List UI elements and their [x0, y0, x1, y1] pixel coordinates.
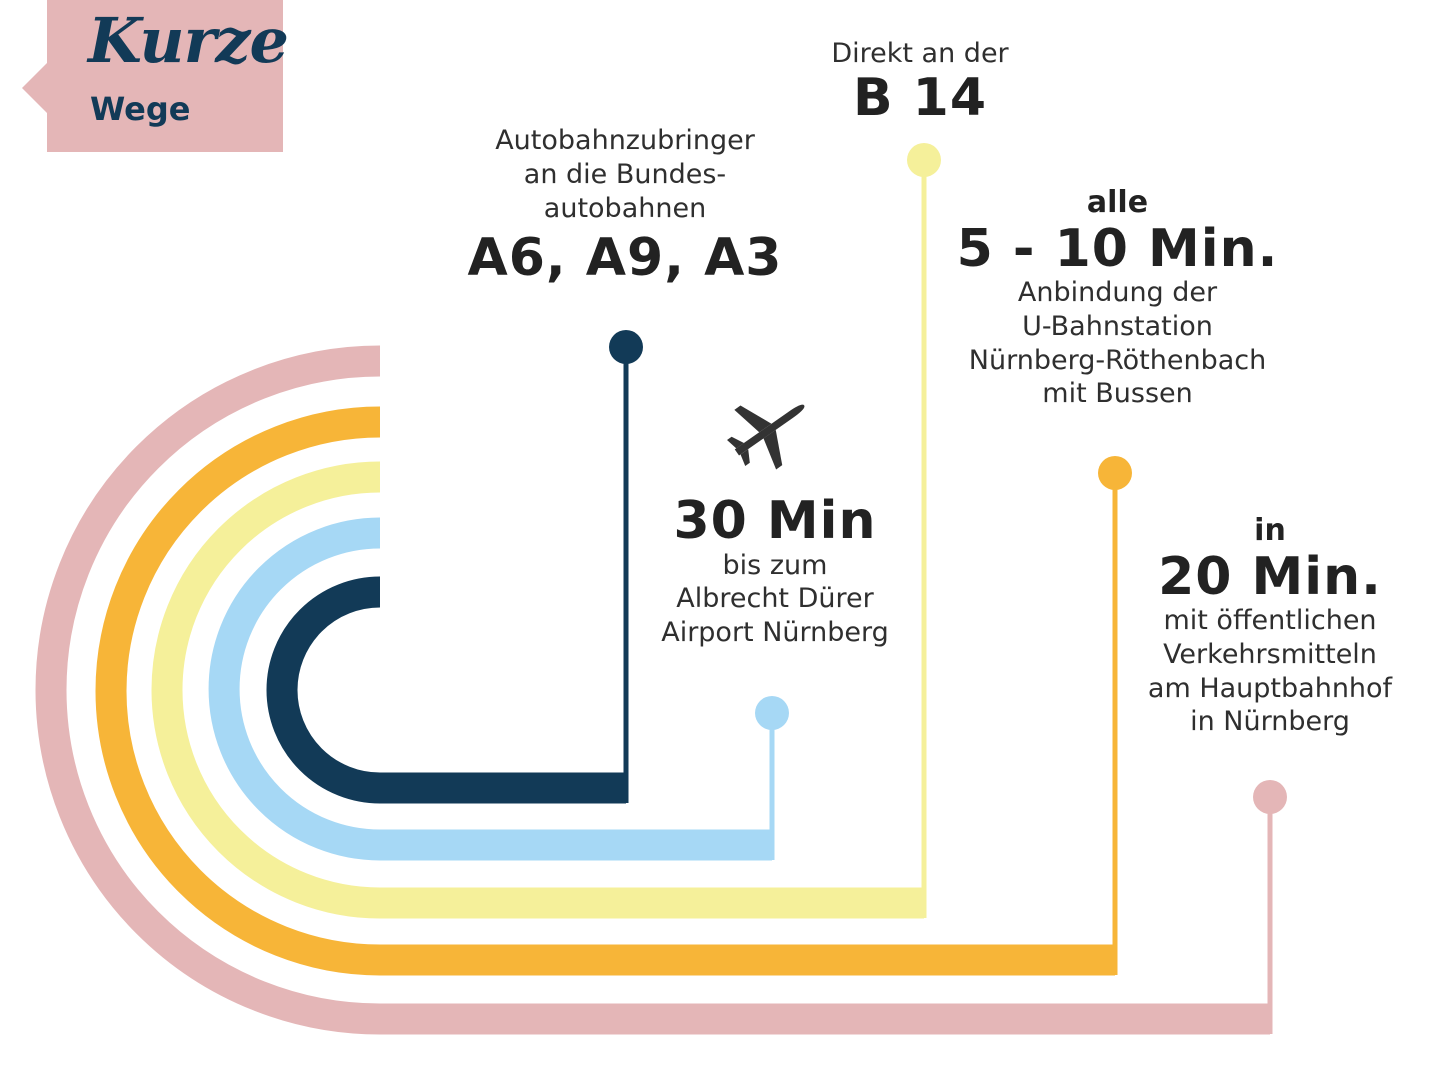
ubahn-line-3: Nürnberg-Röthenbach	[968, 344, 1267, 376]
yellow-arc	[151, 461, 924, 919]
ubahn-highlight: 5 - 10 Min.	[956, 218, 1279, 279]
ubahn-block: alle 5 - 10 Min. Anbindung der U-Bahnsta…	[935, 184, 1300, 411]
hbf-highlight: 20 Min.	[1158, 546, 1382, 607]
ubahn-pre: alle	[1086, 185, 1149, 220]
autobahn-line-2: an die Bundes-	[523, 158, 727, 190]
b14-highlight: B 14	[852, 67, 988, 128]
orange-arc	[95, 406, 1115, 976]
hbf-block: in 20 Min. mit öffentlichen Verkehrsmitt…	[1105, 512, 1435, 739]
airport-line-2: Albrecht Dürer	[676, 583, 874, 615]
airport-highlight: 30 Min	[673, 491, 877, 551]
yellow-dot	[907, 143, 941, 177]
hbf-line-4: in Nürnberg	[1190, 706, 1350, 738]
airport-line-3: Airport Nürnberg	[661, 617, 889, 649]
b14-block: Direkt an der B 14	[770, 37, 1070, 125]
autobahn-line-1: Autobahnzubringer	[495, 125, 755, 156]
hbf-line-1: mit öffentlichen	[1163, 605, 1377, 637]
badge-title: Kurze	[88, 4, 289, 77]
light-blue-dot	[755, 696, 789, 730]
ubahn-line-1: Anbindung der	[1017, 277, 1218, 309]
badge	[47, 0, 283, 152]
hbf-pre: in	[1254, 513, 1286, 548]
autobahn-highlight: A6, A9, A3	[467, 228, 783, 289]
hbf-line-2: Verkehrsmitteln	[1163, 638, 1377, 670]
airport-line-1: bis zum	[722, 549, 828, 581]
pink-arc	[35, 345, 1270, 1035]
navy-dot	[609, 330, 643, 364]
pink-dot	[1253, 780, 1287, 814]
badge-notch	[22, 62, 48, 114]
badge-subtitle: Wege	[90, 90, 191, 128]
airport-block: 30 Min bis zum Albrecht Dürer Airport Nü…	[620, 494, 930, 650]
orange-dot	[1098, 456, 1132, 490]
hbf-line-3: am Hauptbahnhof	[1147, 672, 1393, 704]
autobahn-block: Autobahnzubringer an die Bundes- autobah…	[430, 124, 820, 286]
navy-arc	[266, 576, 626, 804]
b14-pre: Direkt an der	[831, 38, 1009, 69]
light-blue-arc	[208, 517, 772, 861]
airplane-icon	[727, 404, 805, 470]
ubahn-line-2: U-Bahnstation	[1022, 310, 1213, 342]
ubahn-line-4: mit Bussen	[1042, 378, 1193, 410]
autobahn-line-3: autobahnen	[543, 192, 707, 224]
